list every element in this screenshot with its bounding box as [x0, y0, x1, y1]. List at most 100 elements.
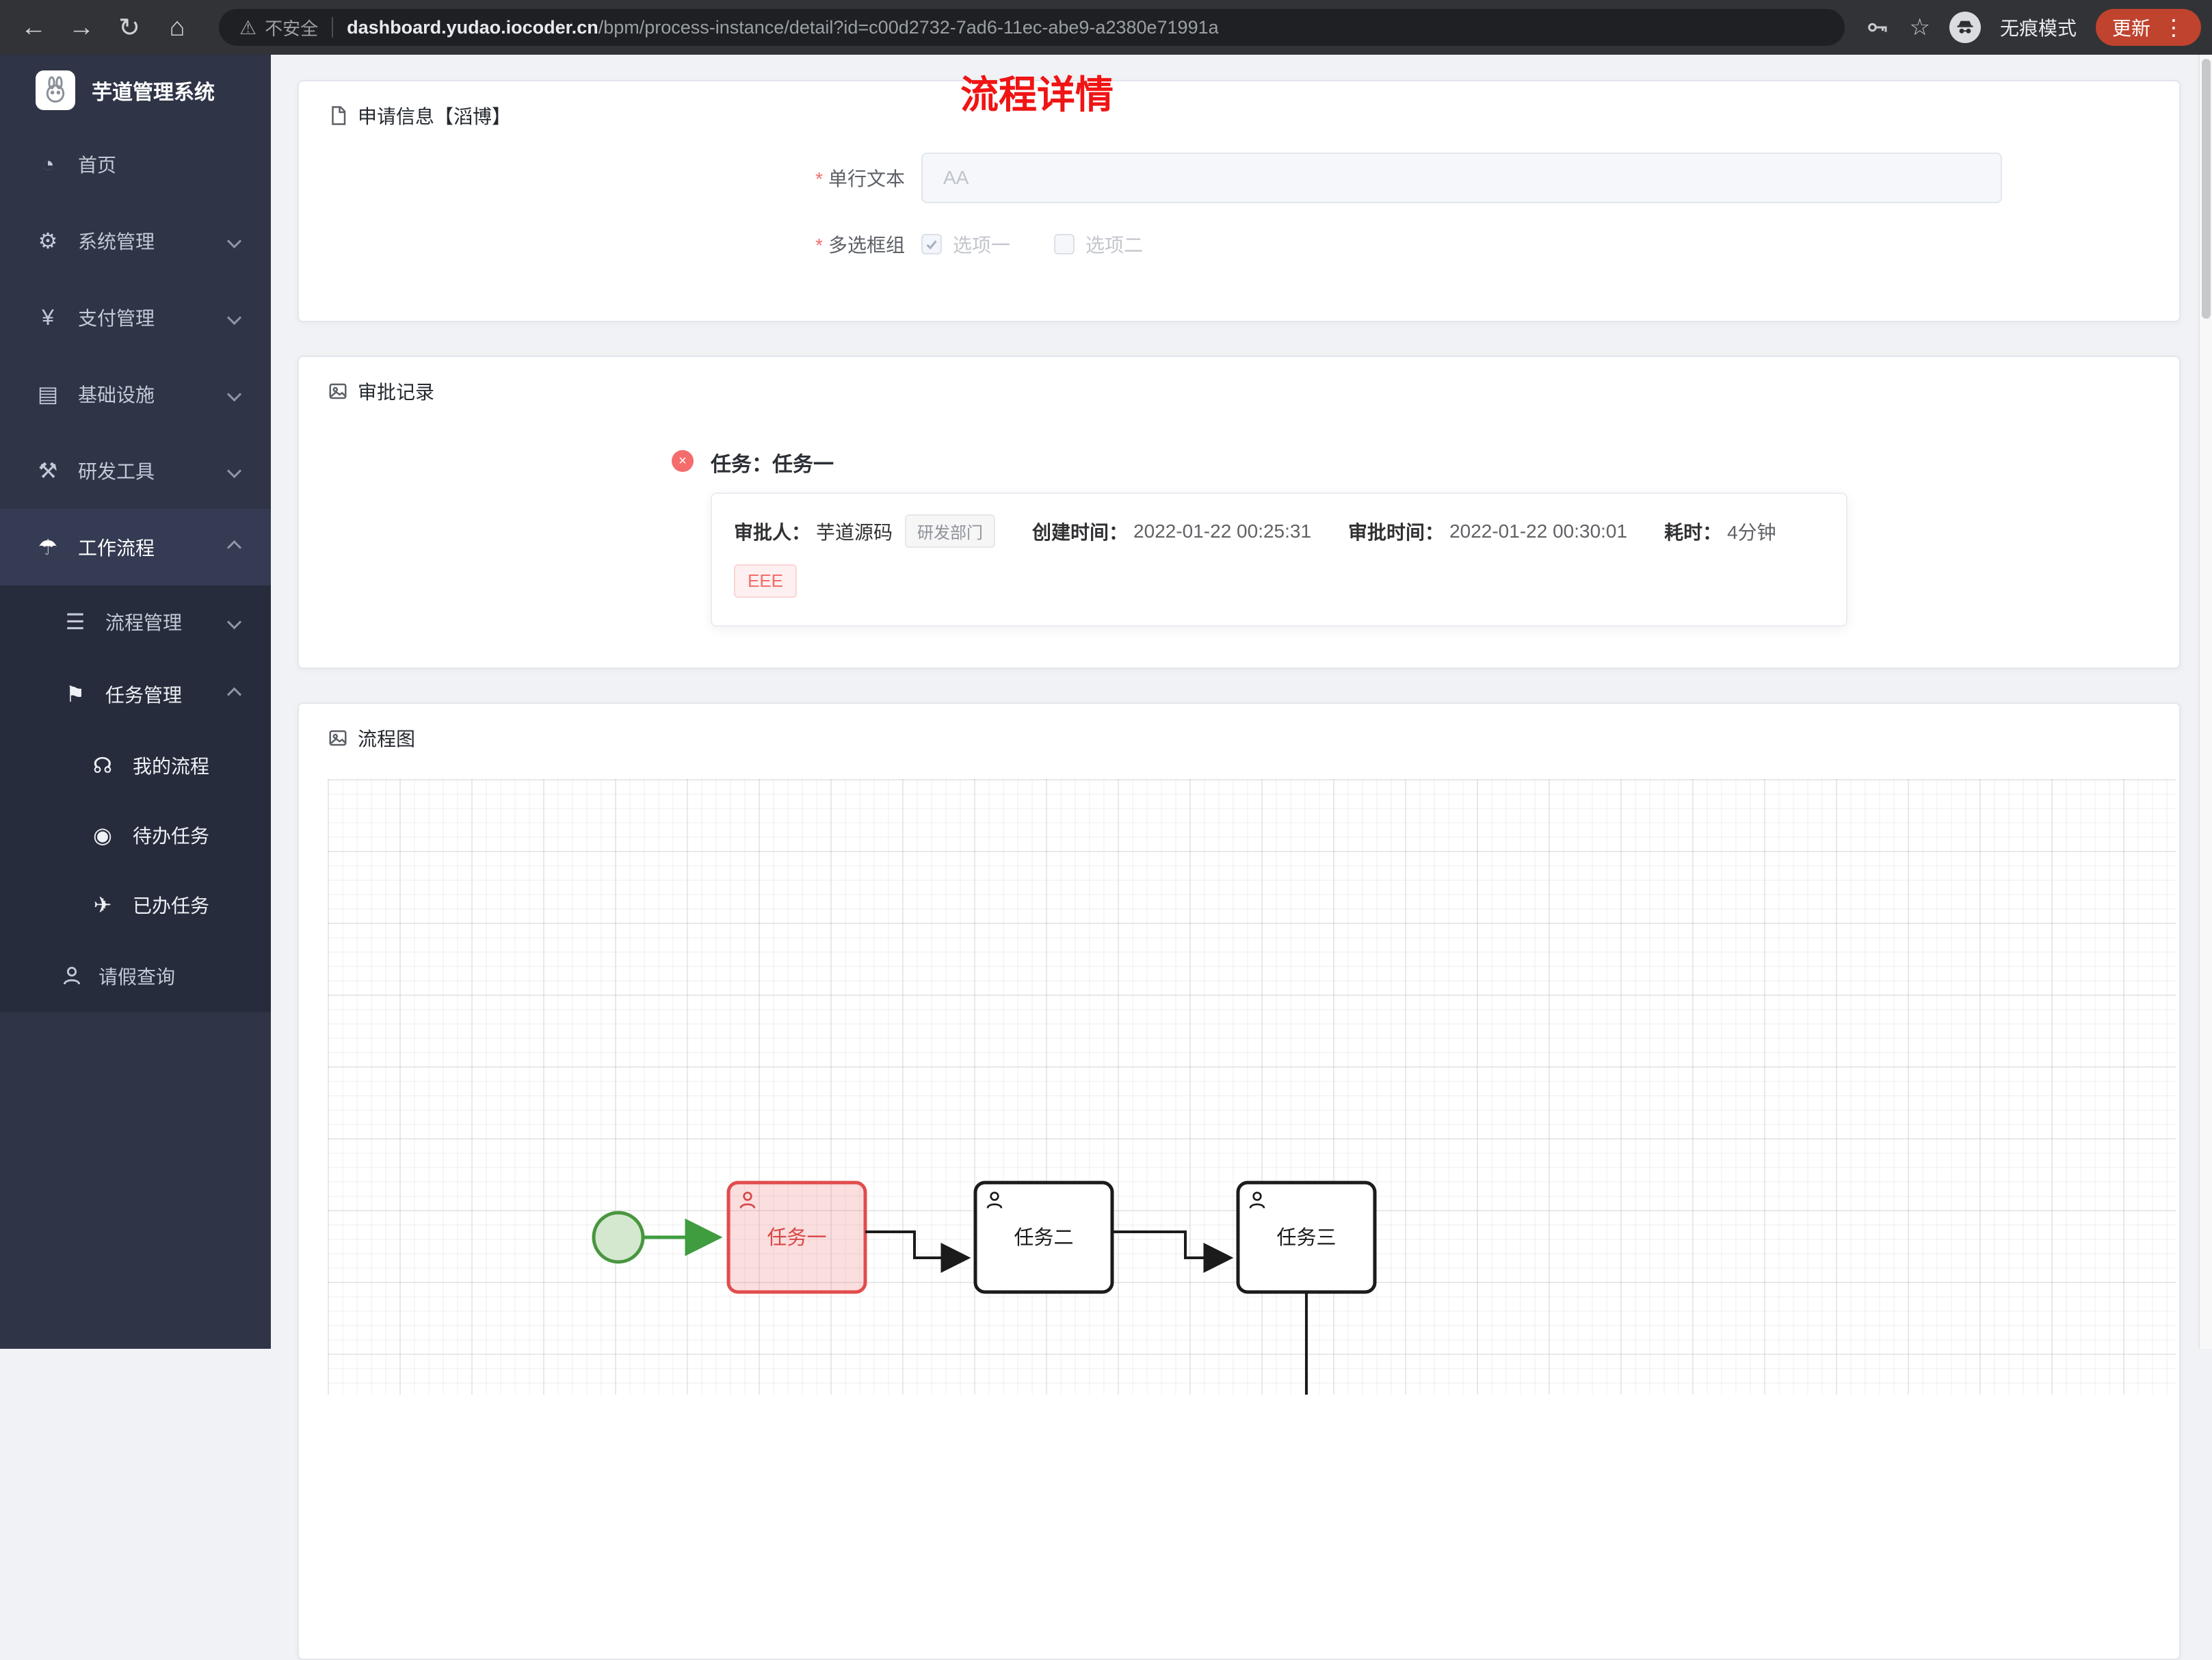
app-logo-row: 芋道管理系统: [0, 55, 271, 126]
update-label: 更新: [2111, 18, 2150, 39]
incognito-icon: [1949, 12, 1981, 43]
url-host: dashboard.yudao.iocoder.cn: [347, 16, 598, 38]
approval-detail-card: 审批人： 芋道源码 研发部门 创建时间： 2022-01-22 00:25:31…: [711, 492, 1847, 627]
security-chip[interactable]: ⚠ 不安全: [239, 15, 318, 40]
app-logo: [36, 70, 75, 110]
person-icon: [60, 964, 83, 988]
address-bar[interactable]: ⚠ 不安全 dashboard.yudao.iocoder.cn/bpm/pro…: [219, 9, 1845, 46]
sidebar-item-done-tasks[interactable]: ✈ 已办任务: [0, 870, 271, 940]
sidebar-item-task-management[interactable]: ⚑ 任务管理: [0, 658, 271, 730]
sidebar-item-infrastructure[interactable]: ▤ 基础设施: [0, 356, 271, 432]
checkbox-option-1: [921, 234, 942, 254]
eye-icon: ◉: [93, 823, 112, 847]
checkbox-group-row: *多选框组 选项一 选项二: [299, 230, 2179, 258]
dept-tag: 研发部门: [905, 514, 996, 548]
approval-comment-tag: EEE: [734, 564, 798, 598]
sidebar: 芋道管理系统 ◔ 首页 ⚙ 系统管理 ¥ 支付管理 ▤ 基础设施 ⚒ 研发工具 …: [0, 55, 271, 1349]
text-field-label: *单行文本: [815, 168, 905, 189]
gear-icon: ⚙: [38, 228, 58, 253]
checkbox-option-2: [1054, 234, 1075, 254]
sidebar-item-devtools[interactable]: ⚒ 研发工具: [0, 432, 271, 509]
single-line-text-input: [921, 153, 2002, 203]
task-flag-icon: ⚑: [65, 682, 85, 707]
approve-time-label: 审批时间：: [1348, 521, 1445, 543]
approval-records-header: 审批记录: [299, 357, 2179, 420]
chevron-down-icon: [226, 463, 242, 478]
bookmark-star-icon[interactable]: ☆: [1909, 14, 1930, 40]
svg-text:任务一: 任务一: [767, 1226, 826, 1249]
main-content: 流程详情 申请信息【滔博】 *单行文本 *多选框组: [271, 55, 2198, 1660]
yen-icon: ¥: [42, 304, 54, 330]
duration-label: 耗时：: [1664, 521, 1722, 543]
plane-icon: ✈: [93, 893, 112, 917]
approval-task-title: 任务：任务一: [711, 453, 834, 476]
required-mark: *: [815, 168, 823, 189]
chevron-up-icon: [226, 687, 242, 702]
security-label: 不安全: [265, 18, 319, 39]
url-text: dashboard.yudao.iocoder.cn/bpm/process-i…: [347, 17, 1219, 38]
app-title: 芋道管理系统: [92, 81, 215, 104]
text-field-row: *单行文本: [299, 153, 2179, 203]
home-icon[interactable]: ⌂: [169, 12, 185, 42]
url-divider: [332, 17, 334, 38]
tools-icon: ⚒: [38, 458, 58, 483]
sidebar-item-todo-tasks[interactable]: ◉ 待办任务: [0, 800, 271, 870]
sidebar-item-workflow[interactable]: ☂ 工作流程: [0, 509, 271, 585]
approval-records-card: 审批记录 × 任务：任务一 审批人： 芋道源码 研发部门 创建时间： 2022-…: [298, 356, 2181, 669]
url-path: /bpm/process-instance/detail?id=c00d2732…: [598, 16, 1219, 38]
approver-label: 审批人：: [734, 521, 811, 543]
scrollbar-thumb[interactable]: [2202, 59, 2211, 319]
process-diagram-header: 流程图: [299, 704, 2179, 767]
checkbox-group-label: *多选框组: [815, 235, 905, 256]
bpmn-task-1[interactable]: 任务一: [726, 1181, 867, 1294]
apply-info-title: 申请信息【滔博】: [358, 106, 512, 127]
chevron-down-icon: [226, 614, 242, 629]
browser-menu-icon[interactable]: ⋮: [2163, 15, 2185, 40]
update-button[interactable]: 更新 ⋮: [2095, 9, 2201, 46]
svg-text:任务二: 任务二: [1014, 1226, 1073, 1249]
bpmn-flow-task1-to-task2: [865, 1230, 971, 1273]
warning-icon: ⚠: [239, 16, 257, 38]
refresh-icon[interactable]: ↻: [118, 13, 140, 42]
create-time-label: 创建时间：: [1032, 521, 1129, 543]
sidebar-item-home[interactable]: ◔ 首页: [0, 126, 271, 202]
workflow-icon: ☂: [38, 535, 58, 559]
rejected-status-icon: ×: [672, 450, 694, 472]
incognito-label: 无痕模式: [1999, 18, 2077, 39]
chevron-down-icon: [226, 386, 242, 401]
sidebar-item-system[interactable]: ⚙ 系统管理: [0, 202, 271, 279]
forward-icon[interactable]: →: [68, 12, 94, 42]
svg-text:任务三: 任务三: [1276, 1226, 1336, 1249]
sidebar-item-my-process[interactable]: ☊ 我的流程: [0, 730, 271, 800]
browser-toolbar: ← → ↻ ⌂ ⚠ 不安全 dashboard.yudao.iocoder.cn…: [0, 0, 2212, 55]
sidebar-item-process-management[interactable]: ☰ 流程管理: [0, 585, 271, 658]
required-mark: *: [815, 235, 823, 256]
my-process-icon: ☊: [92, 753, 113, 778]
chevron-up-icon: [226, 540, 242, 555]
bpmn-canvas[interactable]: 任务一 任务二 任务三: [328, 779, 2176, 1395]
bpmn-task-2[interactable]: 任务二: [973, 1181, 1114, 1294]
bpmn-task-3[interactable]: 任务三: [1236, 1181, 1377, 1294]
process-diagram-title: 流程图: [358, 728, 416, 750]
image-icon: [329, 383, 347, 399]
workflow-submenu: ☰ 流程管理 ⚑ 任务管理 ☊ 我的流程 ◉ 待办任务 ✈ 已办任务 请假查询: [0, 585, 271, 1012]
page-scrollbar[interactable]: [2198, 55, 2212, 1349]
process-diagram-card: 流程图 任务一: [298, 702, 2181, 1660]
create-time-value: 2022-01-22 00:25:31: [1133, 520, 1312, 542]
duration-value: 4分钟: [1727, 521, 1776, 543]
image-icon: [329, 730, 347, 746]
approval-records-title: 审批记录: [358, 382, 435, 403]
page-title: 流程详情: [960, 73, 1114, 116]
bpmn-flow-task2-to-task3: [1112, 1230, 1234, 1273]
approver-name: 芋道源码: [816, 521, 893, 543]
key-icon[interactable]: [1865, 15, 1890, 40]
infra-icon: ▤: [37, 382, 59, 406]
apply-info-header: 申请信息【滔博】: [299, 81, 2179, 144]
approve-time-value: 2022-01-22 00:30:01: [1449, 520, 1628, 542]
chevron-down-icon: [226, 310, 242, 325]
back-icon[interactable]: ←: [21, 12, 47, 42]
sidebar-item-payment[interactable]: ¥ 支付管理: [0, 279, 271, 356]
dashboard-icon: ◔: [41, 151, 55, 176]
sidebar-item-leave-query[interactable]: 请假查询: [0, 940, 271, 1012]
bpmn-start-event[interactable]: [592, 1211, 645, 1264]
